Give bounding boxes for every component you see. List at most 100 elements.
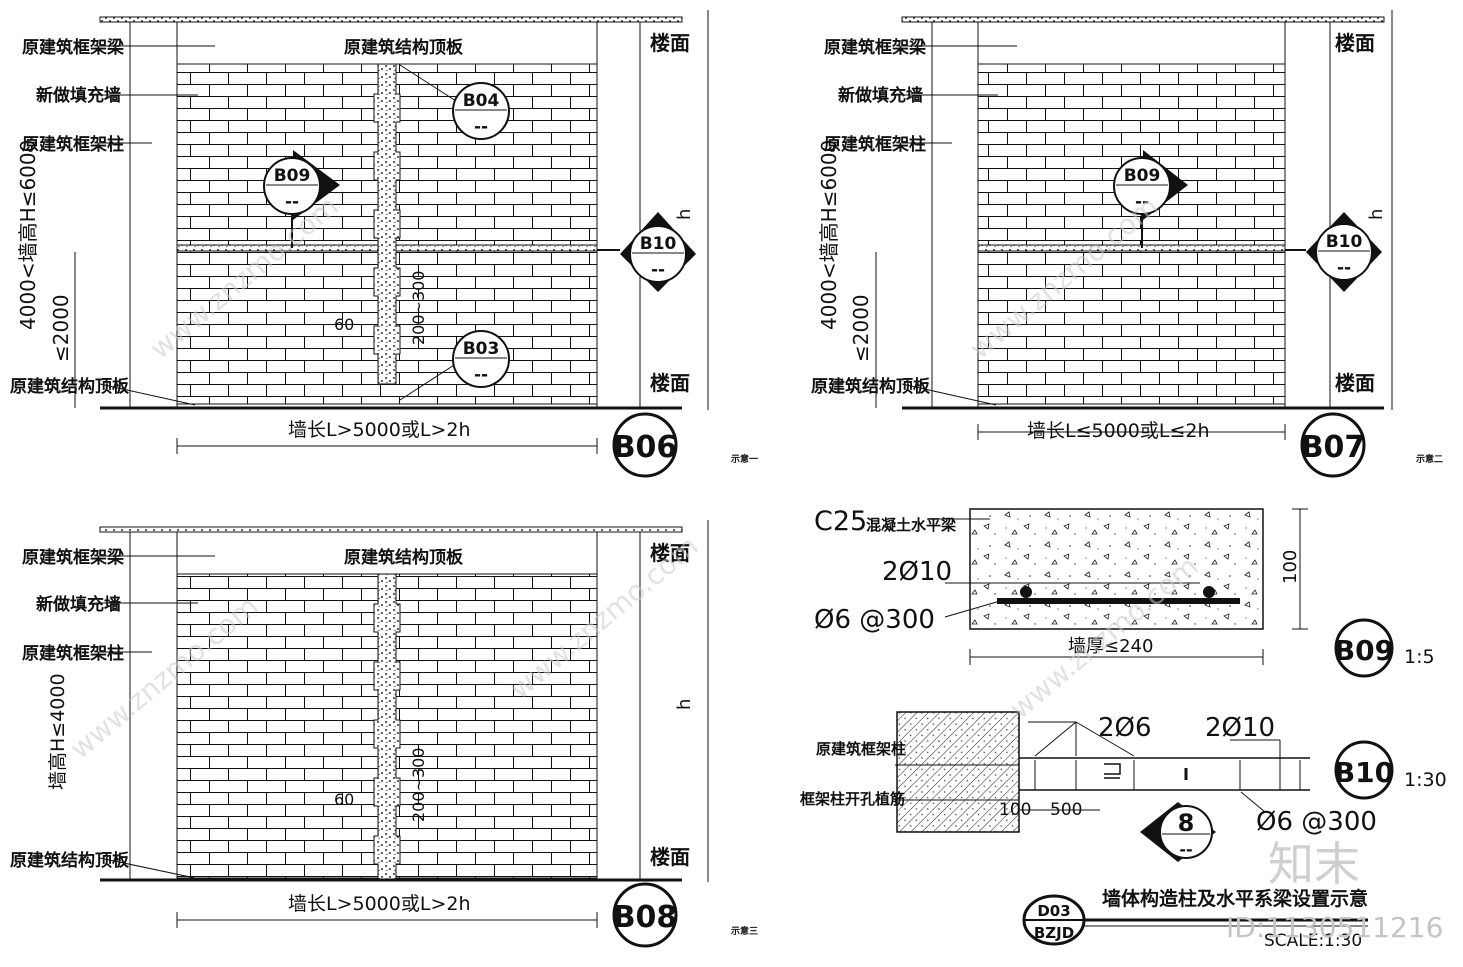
panel-b06-code: B06	[613, 430, 678, 465]
b09-rebar-top: 2Ø10	[882, 557, 952, 587]
watermark-id: ID:1130511216	[1226, 911, 1443, 944]
b10-ref-sub: --	[1179, 840, 1192, 859]
callout-b10	[597, 212, 696, 292]
dim-h: h	[674, 209, 695, 220]
height-label: 墙高H≤4000	[47, 673, 69, 790]
callout-b09	[1113, 150, 1188, 248]
sheet-code-bottom: BZJD	[1034, 924, 1074, 942]
callout-b10-sub: --	[1337, 258, 1351, 278]
callout-b09-sub: --	[285, 192, 299, 212]
callout-b09-code: B09	[1124, 166, 1161, 186]
scale-label: SCALE:	[1264, 931, 1324, 951]
callout-b10-code: B10	[640, 234, 677, 254]
height-label: 4000<墙高H≤6000	[16, 140, 40, 330]
b10-stirrup: Ø6 @300	[1256, 807, 1377, 837]
label-orig-column: 原建筑框架柱	[22, 134, 124, 155]
callout-b10-sub: --	[651, 260, 665, 280]
drawing-title: 墙体构造柱及水平系梁设置示意	[1102, 887, 1368, 910]
b10-dim-100: 100	[999, 800, 1031, 820]
callout-b04	[452, 82, 510, 140]
label-new-infill: 新做填充墙	[838, 85, 923, 106]
b09-code: B09	[1334, 634, 1394, 667]
panel-b07-code: B07	[1301, 430, 1366, 465]
label-orig-slab-bottom: 原建筑结构顶板	[10, 850, 130, 871]
length-label: 墙长L≤5000或L≤2h	[1027, 420, 1210, 442]
panel-b08	[99, 520, 709, 928]
callout-b03-code: B03	[463, 339, 500, 359]
callout-b03	[452, 330, 510, 388]
b09-stirrup: Ø6 @300	[814, 605, 935, 635]
length-label: 墙长L>5000或L>2h	[288, 419, 471, 441]
dim-200-300: 200~300	[409, 271, 428, 345]
b09-height-dim: 100	[1280, 550, 1301, 584]
panel-b08-code: B08	[613, 900, 678, 935]
sheet-code-top: D03	[1037, 902, 1070, 920]
beam-section	[969, 508, 1264, 630]
dim-2000: ≤2000	[49, 294, 73, 362]
label-orig-slab-bottom: 原建筑结构顶板	[10, 376, 130, 397]
panel-b07	[875, 10, 1393, 440]
watermark-logo: 知末	[1268, 837, 1360, 891]
label-orig-slab-bottom: 原建筑结构顶板	[811, 376, 931, 397]
rebar-left	[1020, 586, 1032, 598]
label-floor-bottom: 楼面	[650, 845, 690, 869]
b10-rebar-b: 2Ø10	[1205, 713, 1275, 743]
callout-b03-sub: --	[474, 365, 488, 385]
length-label: 墙长L>5000或L>2h	[288, 893, 471, 915]
callout-b09-sub: --	[1135, 192, 1149, 212]
label-orig-column: 原建筑框架柱	[22, 643, 124, 664]
label-orig-beam: 原建筑框架梁	[22, 37, 125, 58]
rebar-right	[1203, 586, 1215, 598]
frame-column-section	[896, 711, 1020, 833]
b10-col-label: 原建筑框架柱	[816, 740, 906, 758]
panel-b08-badge	[612, 882, 678, 948]
b09-scale: 1:5	[1404, 646, 1435, 668]
detail-b10	[895, 711, 1310, 862]
callout-b09	[263, 150, 340, 248]
callout-b04-sub: --	[474, 117, 488, 137]
detail-b09	[940, 508, 1308, 665]
dim-200-300: 200~300	[409, 748, 428, 822]
b10-scale: 1:30	[1404, 769, 1447, 791]
b10-ref-code: 8	[1178, 809, 1195, 837]
label-floor-top: 楼面	[1335, 31, 1375, 55]
label-new-infill: 新做填充墙	[36, 594, 121, 615]
label-floor-top: 楼面	[650, 541, 690, 565]
dim-h: h	[1366, 209, 1387, 220]
label-floor-bottom: 楼面	[650, 371, 690, 395]
panel-b06-note: 示意一	[731, 453, 758, 465]
callout-b09-code: B09	[274, 166, 311, 186]
dim-60: 60	[334, 315, 354, 334]
b10-code: B10	[1334, 756, 1394, 789]
b10-rebar-a: 2Ø6	[1098, 713, 1152, 743]
panel-b06	[74, 10, 709, 454]
b09-width-dim: 墙厚≤240	[1068, 636, 1153, 657]
dim-60: 60	[334, 790, 354, 809]
tie-beam	[977, 244, 1286, 252]
panel-b07-badge	[1300, 412, 1366, 478]
label-orig-slab-top: 原建筑结构顶板	[344, 37, 464, 58]
label-orig-column: 原建筑框架柱	[824, 134, 926, 155]
panel-b07-note: 示意二	[1416, 453, 1443, 465]
infill-wall	[977, 63, 1286, 405]
constructional-column	[373, 63, 401, 385]
b10-badge	[1334, 740, 1394, 800]
label-new-infill: 新做填充墙	[36, 85, 121, 106]
panel-b06-badge	[612, 412, 678, 478]
b09-concrete-label: C25	[814, 506, 867, 537]
scale-value: 1:30	[1324, 931, 1362, 951]
b10-dim-500: 500	[1050, 800, 1082, 820]
label-orig-beam: 原建筑框架梁	[824, 37, 927, 58]
callout-b10-code: B10	[1326, 232, 1363, 252]
height-label: 4000<墙高H≤6000	[817, 140, 841, 330]
label-floor-top: 楼面	[650, 31, 690, 55]
dim-2000: ≤2000	[849, 294, 873, 362]
b09-badge	[1334, 618, 1394, 678]
callout-b04-code: B04	[463, 91, 500, 111]
label-floor-bottom: 楼面	[1335, 371, 1375, 395]
label-orig-beam: 原建筑框架梁	[22, 547, 125, 568]
title-block	[1022, 894, 1368, 946]
label-orig-slab-top: 原建筑结构顶板	[344, 547, 464, 568]
frame-beam	[99, 16, 683, 23]
